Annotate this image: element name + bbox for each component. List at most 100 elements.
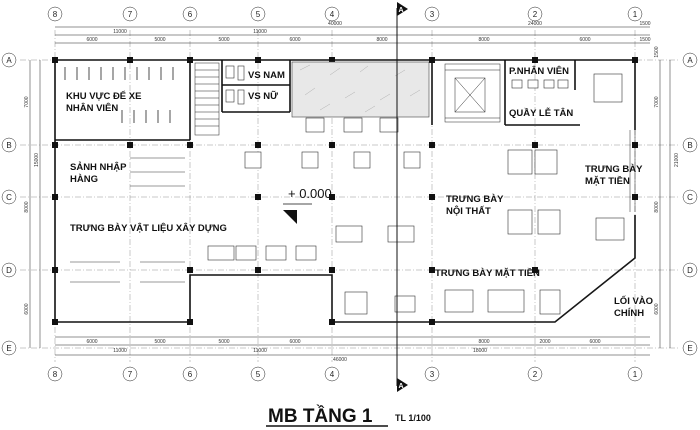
- axis-top-3: 3: [430, 10, 435, 19]
- dim-top-total-3: 1500: [639, 21, 650, 27]
- label-front-right-1: TRƯNG BÀY: [585, 164, 643, 175]
- label-reception: QUẦY LỄ TÂN: [509, 107, 573, 119]
- staff-room-furniture: [511, 79, 569, 89]
- axis-left-c: C: [6, 193, 12, 202]
- drawing-title: MB TẦNG 1 TL 1/100: [266, 405, 431, 427]
- axis-left-e: E: [6, 344, 11, 353]
- dim-right-2: 7000: [654, 96, 660, 107]
- axis-right-d: D: [687, 266, 693, 275]
- axis-top-8: 8: [53, 10, 58, 19]
- toilet-fixtures: [225, 65, 245, 105]
- elevation-marker: + 0.000: [283, 186, 332, 224]
- material-racks: [70, 157, 185, 283]
- axis-bottom-6: 6: [188, 370, 193, 379]
- dim-top-6: 8000: [478, 37, 489, 43]
- dim-top-5: 8000: [376, 37, 387, 43]
- dim-left-1: 7000: [24, 96, 30, 107]
- axis-right-c: C: [687, 193, 693, 202]
- dim-top-3: 5000: [218, 37, 229, 43]
- axis-bottom-7: 7: [128, 370, 133, 379]
- axis-left-d: D: [6, 266, 12, 275]
- dim-left-4: 15000: [34, 153, 40, 167]
- axis-top-7: 7: [128, 10, 133, 19]
- label-entrance-2: CHÍNH: [614, 308, 644, 319]
- elevation-label: + 0.000: [288, 186, 332, 201]
- dimension-texts: 40000 24000 1500 11000 11000 6000 5000 5…: [24, 21, 680, 363]
- dim-top-2: 5000: [154, 37, 165, 43]
- axis-bottom-5: 5: [256, 370, 261, 379]
- dim-right-1: 1500: [654, 46, 660, 57]
- courtyard-hatch: [291, 61, 430, 118]
- dim-top-1: 6000: [86, 37, 97, 43]
- dim-bottom-1: 6000: [86, 339, 97, 345]
- room-labels: KHU VỰC ĐỂ XE NHÂN VIÊN VS NAM VS NỮ P.N…: [66, 65, 653, 319]
- dim-top-9: 11000: [113, 29, 127, 35]
- interior-walls: [55, 60, 580, 322]
- title-text: MB TẦNG 1: [268, 405, 373, 427]
- axis-top-5: 5: [256, 10, 261, 19]
- axis-top-2: 2: [533, 10, 538, 19]
- section-mark-top: A: [398, 7, 403, 14]
- dim-bottom-8: 6000: [589, 339, 600, 345]
- label-interior-2: NỘI THẤT: [446, 205, 491, 217]
- axis-bubbles-left: A B C D E: [1, 52, 17, 356]
- label-interior-1: TRƯNG BÀY: [446, 194, 504, 205]
- axis-right-a: A: [687, 56, 693, 65]
- axis-right-e: E: [687, 344, 692, 353]
- dim-bottom-2: 5000: [154, 339, 165, 345]
- furniture-display: [207, 73, 625, 315]
- label-materials: TRƯNG BÀY VẬT LIỆU XÂY DỰNG: [70, 222, 227, 234]
- dim-bottom-10: 11000: [253, 348, 267, 354]
- label-wc-male: VS NAM: [248, 70, 285, 81]
- dim-right-4: 6000: [654, 303, 660, 314]
- scale-text: TL 1/100: [395, 413, 431, 423]
- dim-bottom-11: 46000: [333, 357, 347, 363]
- dim-bottom-4: 6000: [289, 339, 300, 345]
- axis-top-4: 4: [330, 10, 335, 19]
- dim-top-total-2: 24000: [528, 21, 542, 27]
- dim-left-2: 8000: [24, 201, 30, 212]
- dim-left-3: 6000: [24, 303, 30, 314]
- dim-bottom-7: 2000: [539, 339, 550, 345]
- axis-left-a: A: [6, 56, 12, 65]
- dim-top-10: 11000: [253, 29, 267, 35]
- label-front-right-2: MẶT TIỀN: [585, 176, 630, 187]
- label-wc-female: VS NỮ: [248, 91, 278, 102]
- label-receiving-2: HÀNG: [70, 174, 98, 185]
- axis-bubbles-bottom: 8 7 6 5 4 3 2 1: [47, 366, 643, 382]
- label-parking-2: NHÂN VIÊN: [66, 102, 118, 114]
- stair-left: [194, 62, 220, 136]
- dim-bottom-3: 5000: [218, 339, 229, 345]
- label-staff: P.NHÂN VIÊN: [509, 65, 569, 77]
- columns: [52, 57, 638, 325]
- axis-bottom-8: 8: [53, 370, 58, 379]
- axis-bottom-3: 3: [430, 370, 435, 379]
- axis-left-b: B: [6, 141, 11, 150]
- label-entrance-1: LỐI VÀO: [614, 295, 653, 307]
- axis-right-b: B: [687, 141, 692, 150]
- dim-top-8: 1500: [639, 37, 650, 43]
- axis-bottom-4: 4: [330, 370, 335, 379]
- dim-bottom-6: 8000: [478, 339, 489, 345]
- axis-bubbles-right: A B C D E: [682, 52, 698, 356]
- label-parking-1: KHU VỰC ĐỂ XE: [66, 90, 141, 102]
- dim-bottom-5: 18000: [473, 348, 487, 354]
- axis-top-1: 1: [633, 10, 638, 19]
- dim-top-7: 6000: [579, 37, 590, 43]
- section-mark-bottom: A: [398, 383, 403, 390]
- dim-bottom-9: 11000: [113, 348, 127, 354]
- dim-right-3: 8000: [654, 201, 660, 212]
- dimension-lines: [29, 26, 671, 356]
- parking-motorbikes: [64, 67, 174, 123]
- label-front-bottom: TRƯNG BÀY MẶT TIỀN: [435, 268, 540, 279]
- section-line: A A: [396, 2, 408, 392]
- dim-right-5: 21000: [674, 153, 680, 167]
- axis-bottom-1: 1: [633, 370, 638, 379]
- label-receiving-1: SẢNH NHẬP: [70, 161, 127, 173]
- dim-top-4: 6000: [289, 37, 300, 43]
- axis-bubbles-top: 8 7 6 5 4 3 2 1: [47, 6, 643, 22]
- elevator-core: [444, 63, 501, 123]
- axis-bottom-2: 2: [533, 370, 538, 379]
- dim-top-total-1: 40000: [328, 21, 342, 27]
